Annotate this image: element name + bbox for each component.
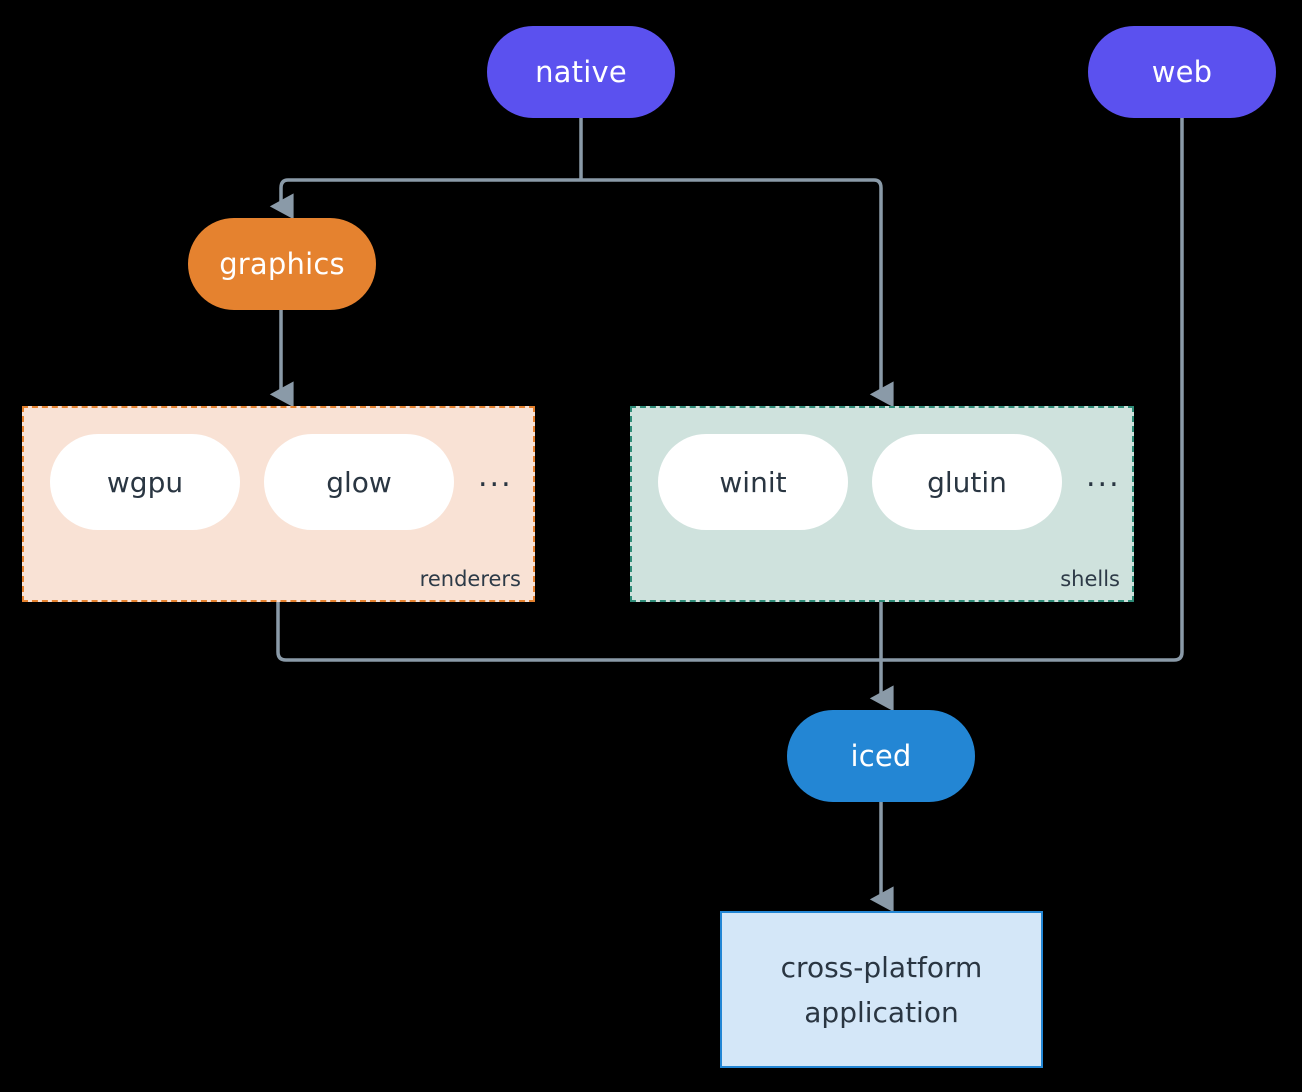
shells-chip-row: winit glutin ... — [658, 434, 1121, 530]
node-web-label: web — [1151, 54, 1213, 89]
renderers-ellipsis: ... — [478, 458, 513, 494]
node-iced[interactable]: iced — [787, 710, 975, 802]
edge-native-to-shells — [581, 178, 894, 408]
chip-winit-label: winit — [719, 465, 787, 499]
chip-wgpu-label: wgpu — [106, 465, 184, 499]
chip-winit[interactable]: winit — [658, 434, 848, 530]
chip-wgpu[interactable]: wgpu — [50, 434, 240, 530]
chip-glow-label: glow — [326, 465, 392, 499]
shells-ellipsis: ... — [1086, 458, 1121, 494]
group-renderers-label: renderers — [419, 567, 521, 591]
node-graphics-label: graphics — [219, 246, 345, 281]
chip-glutin[interactable]: glutin — [872, 434, 1062, 530]
edge-native-to-graphics — [269, 178, 581, 220]
group-renderers: wgpu glow ... renderers — [22, 406, 535, 602]
application-label-line1: cross-platform — [780, 950, 983, 984]
node-cross-platform-application[interactable]: cross-platform application — [720, 911, 1043, 1068]
renderers-chip-row: wgpu glow ... — [50, 434, 513, 530]
edge-renderers-to-iced — [276, 602, 881, 662]
node-native-label: native — [535, 54, 627, 89]
chip-glutin-label: glutin — [927, 465, 1007, 499]
node-iced-label: iced — [850, 738, 912, 773]
chip-glow[interactable]: glow — [264, 434, 454, 530]
group-shells: winit glutin ... shells — [630, 406, 1134, 602]
node-web[interactable]: web — [1088, 26, 1276, 118]
group-shells-label: shells — [1060, 567, 1120, 591]
application-label-line2: application — [804, 995, 959, 1029]
node-native[interactable]: native — [487, 26, 675, 118]
node-graphics[interactable]: graphics — [188, 218, 376, 310]
